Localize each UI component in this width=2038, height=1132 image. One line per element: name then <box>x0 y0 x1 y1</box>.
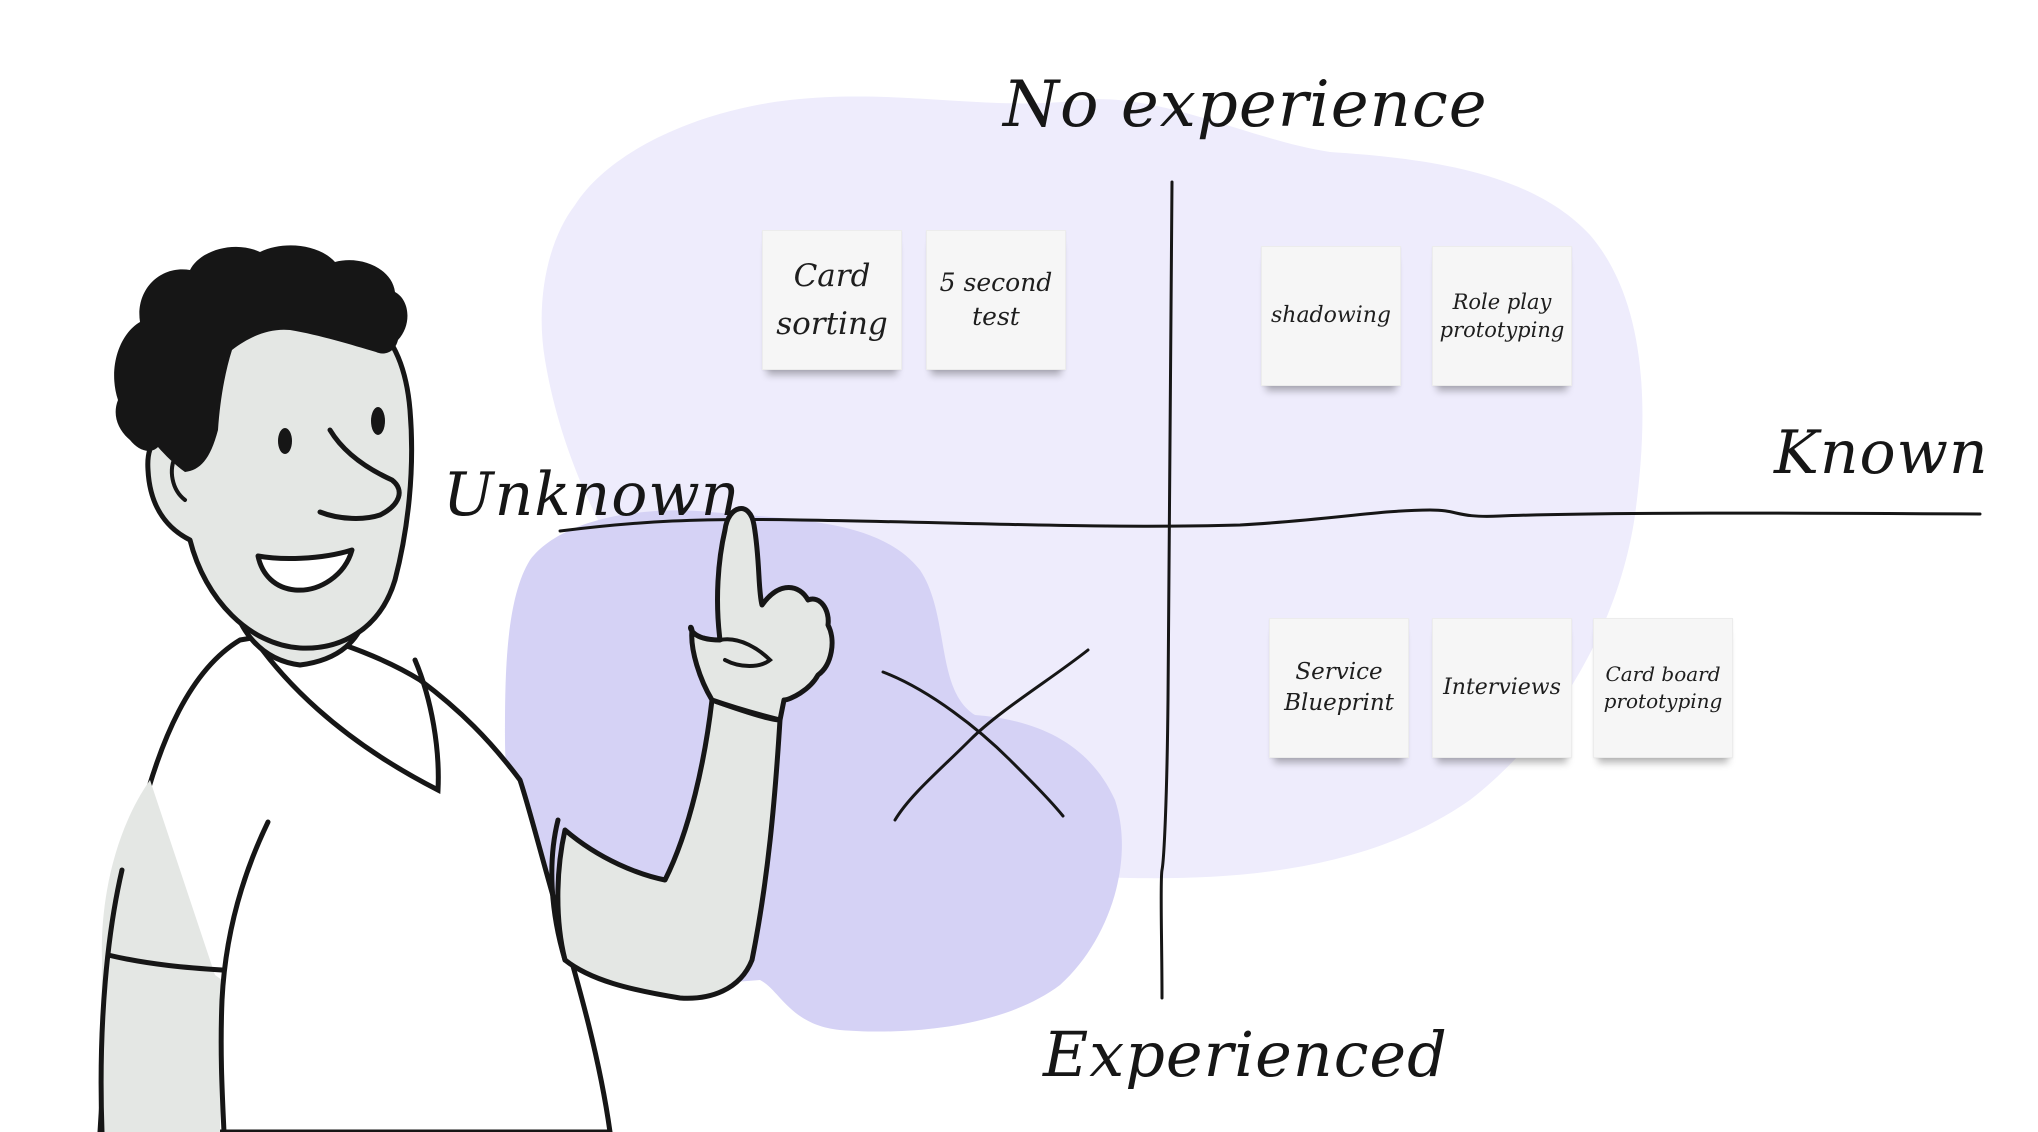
person-mouth <box>255 547 355 593</box>
sticky-note-card-board-prototyping[interactable]: Card board prototyping <box>1593 618 1733 758</box>
person-left-arm-outline <box>98 867 125 1132</box>
sticky-note-shadowing[interactable]: shadowing <box>1261 246 1401 386</box>
axis-label-no-experience: No experience <box>1003 68 1488 142</box>
axis-label-experienced: Experienced <box>1043 1018 1448 1091</box>
sticky-note-role-play-prototyping[interactable]: Role play prototyping <box>1432 246 1572 386</box>
person-left-arm <box>100 780 225 1132</box>
axis-label-unknown: Unknown <box>443 460 741 530</box>
person-hand <box>688 506 835 723</box>
vertical-axis <box>1159 180 1174 1000</box>
person-right-sleeve <box>549 817 568 963</box>
person-left-arm-inner <box>218 819 271 1132</box>
horizontal-axis <box>558 508 1982 533</box>
sticky-note-interviews[interactable]: Interviews <box>1432 618 1572 758</box>
person-left-sleeve <box>105 952 225 973</box>
person-right-arm <box>555 697 783 1001</box>
person-left-eye <box>278 428 292 454</box>
axis-label-known: Known <box>1774 418 1989 488</box>
person-right-eye <box>371 407 385 435</box>
person-nose <box>317 427 402 521</box>
sticky-note-card-sorting[interactable]: Card sorting <box>762 230 902 370</box>
x-icon-stroke-2 <box>893 648 1090 822</box>
sticky-note-5-second-test[interactable]: 5 second test <box>926 230 1066 370</box>
person-hair <box>114 245 408 472</box>
person-collar <box>242 622 441 794</box>
x-icon <box>881 670 1065 818</box>
sticky-note-service-blueprint[interactable]: Service Blueprint <box>1269 618 1409 758</box>
person-thumb <box>718 637 773 668</box>
